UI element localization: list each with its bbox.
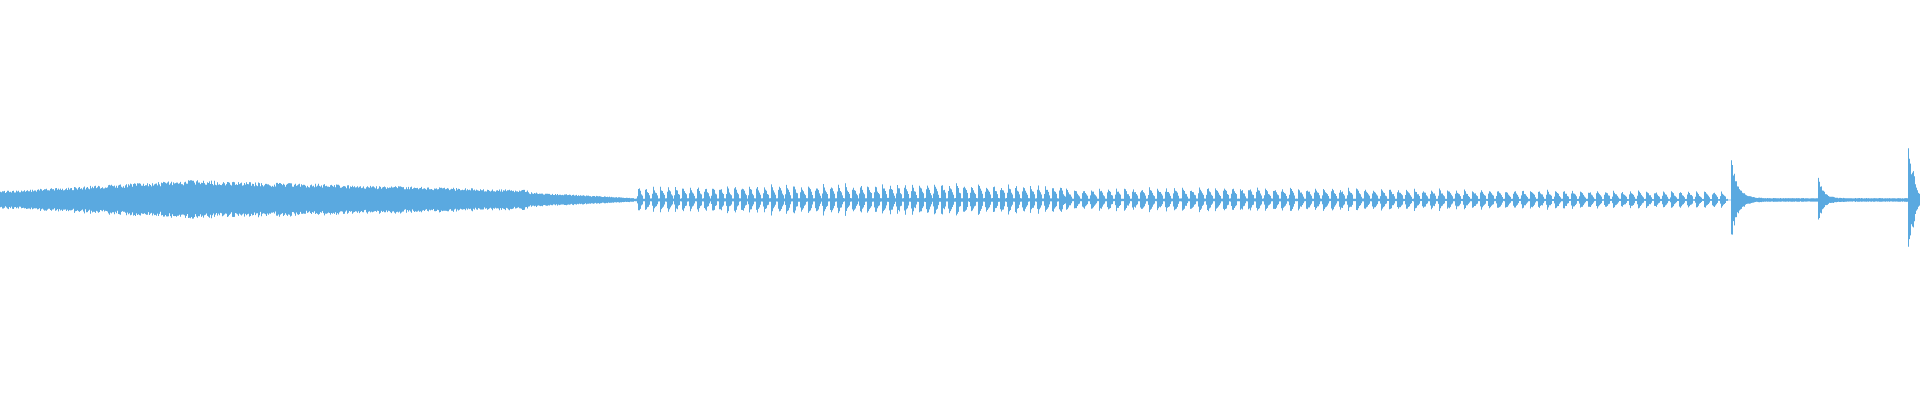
waveform-samples xyxy=(0,148,1920,247)
waveform-amplitude-path xyxy=(0,148,1920,247)
